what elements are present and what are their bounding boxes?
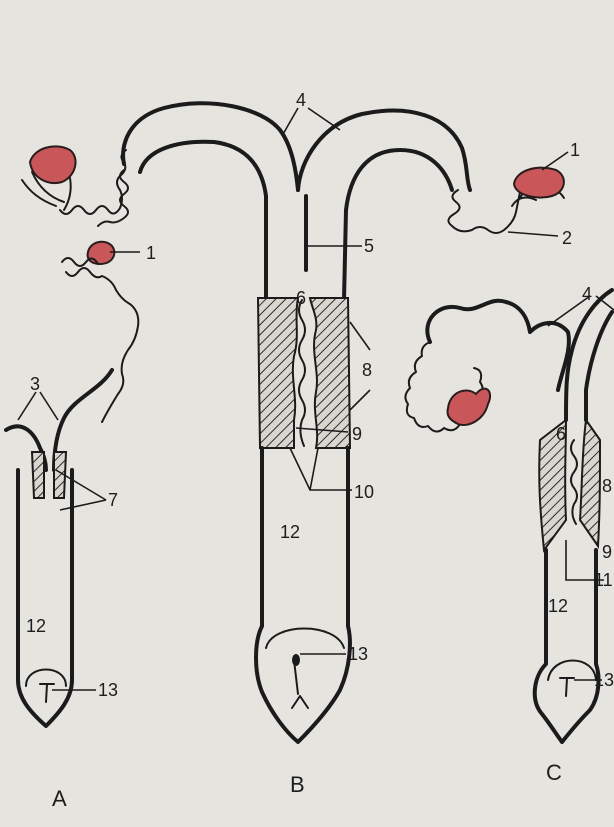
label-11: 11 xyxy=(594,570,613,590)
label-9-c: 9 xyxy=(602,542,612,562)
horn-c-inner xyxy=(566,290,612,420)
ovary-b-right xyxy=(514,168,564,198)
caption-b: B xyxy=(290,772,305,797)
label-9-b: 9 xyxy=(352,424,362,444)
leader-10 xyxy=(290,448,352,490)
oviduct-b-left xyxy=(98,170,128,226)
label-7: 7 xyxy=(108,490,118,510)
label-12-a: 12 xyxy=(26,616,46,636)
cervix-b-right xyxy=(310,298,350,448)
figure-a xyxy=(6,146,140,726)
ovary-a-small xyxy=(88,242,115,264)
label-6-b: 6 xyxy=(296,288,306,308)
label-13-c: 13 xyxy=(594,670,614,690)
label-4-c: 4 xyxy=(582,284,592,304)
clitoris-a xyxy=(40,684,54,702)
label-1-b: 1 xyxy=(570,140,580,160)
label-13-b: 13 xyxy=(348,644,368,664)
caption-c: C xyxy=(546,760,562,785)
leader-4c xyxy=(548,296,614,326)
leader-4b xyxy=(282,108,340,136)
horn-b-left-outer xyxy=(123,103,298,190)
label-8-b: 8 xyxy=(362,360,372,380)
caption-a: A xyxy=(52,786,67,811)
label-5: 5 xyxy=(364,236,374,256)
clitoris-b xyxy=(292,660,308,708)
horn-c-left xyxy=(427,301,569,390)
cervix-a-left xyxy=(32,452,44,498)
leader-3 xyxy=(18,392,58,420)
horn-c-right xyxy=(586,312,612,420)
cervical-canal-b xyxy=(299,300,305,446)
label-4-b: 4 xyxy=(296,90,306,110)
oviduct-b-right xyxy=(448,190,520,233)
clitoris-b-glans xyxy=(292,654,300,666)
ovary-c xyxy=(447,389,490,425)
label-3: 3 xyxy=(30,374,40,394)
label-2: 2 xyxy=(562,228,572,248)
label-12-b: 12 xyxy=(280,522,300,542)
cervical-canal-c xyxy=(571,440,577,524)
leader-1b xyxy=(542,152,568,170)
label-13-a: 13 xyxy=(98,680,118,700)
figure-b xyxy=(98,103,568,742)
clitoris-c xyxy=(560,678,574,696)
cervix-c-right xyxy=(580,420,600,546)
horn-b-right-inner xyxy=(344,150,452,300)
leader-2 xyxy=(508,232,558,236)
ovary-a-left xyxy=(30,146,76,183)
cervix-b-left xyxy=(258,298,298,448)
oviduct-a-small xyxy=(62,258,138,422)
label-8-c: 8 xyxy=(602,476,612,496)
label-10: 10 xyxy=(354,482,374,502)
label-1-a: 1 xyxy=(146,243,156,263)
horn-b-left-inner xyxy=(140,142,266,300)
label-6-c: 6 xyxy=(556,424,566,444)
figure-captions: A B C xyxy=(52,760,562,811)
label-12-c: 12 xyxy=(548,596,568,616)
vestibule-b-inner xyxy=(266,629,344,649)
figure-c xyxy=(405,290,614,742)
vestibule-b xyxy=(256,626,350,742)
